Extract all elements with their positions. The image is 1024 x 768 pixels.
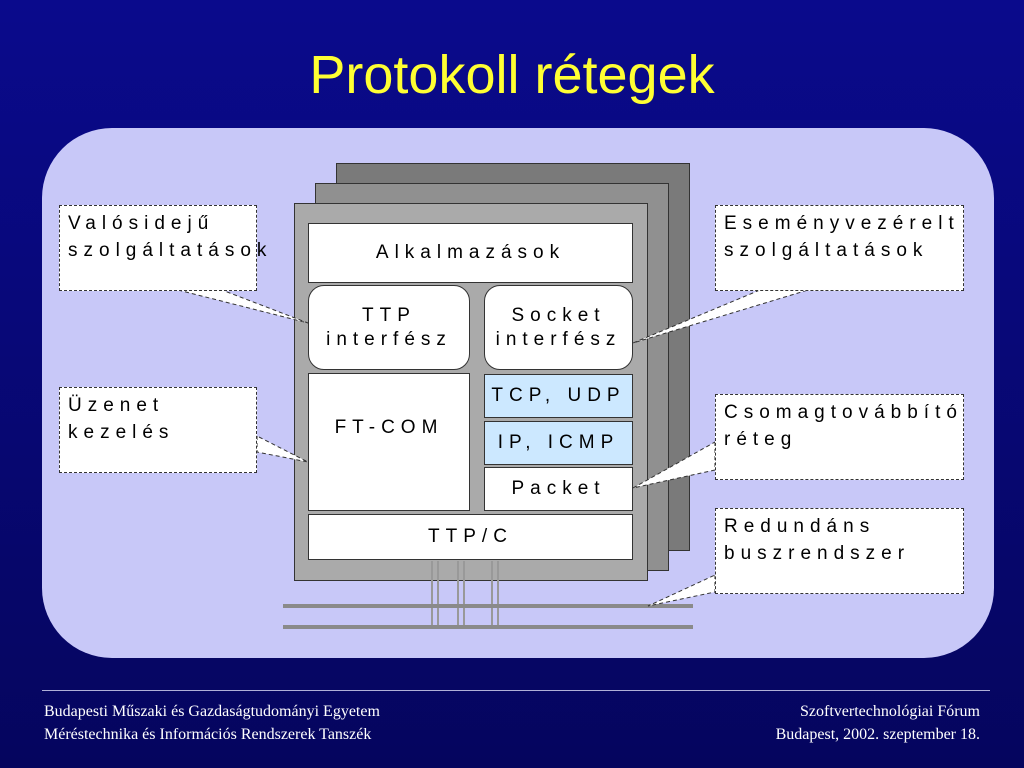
slide-title: Protokoll rétegek	[309, 45, 715, 105]
layer-ip-icmp: IP, ICMP	[484, 421, 633, 465]
footer-event: Szoftvertechnológiai Fórum	[800, 703, 980, 720]
layer-tcp-udp: TCP, UDP	[484, 374, 633, 418]
layer-packet: Packet	[484, 467, 633, 511]
bus-connector	[431, 561, 433, 627]
layer-ttp-c: TTP/C	[308, 514, 633, 560]
footer-university: Budapesti Műszaki és Gazdaságtudományi E…	[44, 703, 380, 720]
callout-esemeny: Eseményvezérelt szolgáltatások	[715, 205, 964, 291]
bus-connector	[437, 561, 439, 627]
footer-department: Méréstechnika és Információs Rendszerek …	[44, 726, 372, 743]
layer-socket-interfesz: Socket interfész	[484, 285, 633, 370]
callout-valosideju: Valósidejű szolgáltatások	[59, 205, 266, 291]
footer-right: Szoftvertechnológiai Fórum Budapest, 200…	[776, 700, 980, 746]
layer-alkalmazasok: Alkalmazások	[308, 223, 633, 283]
bus-line	[283, 625, 693, 629]
layer-ttp-interfesz: TTP interfész	[308, 285, 470, 370]
callout-redundans: Redundáns buszrendszer	[715, 508, 964, 594]
callout-uzenet: Üzenet kezelés	[59, 387, 257, 473]
footer-divider	[42, 690, 990, 691]
bus-connector	[497, 561, 499, 627]
footer-date: Budapest, 2002. szeptember 18.	[775, 726, 980, 743]
callout-csomag: Csomagtovábbító réteg	[715, 394, 964, 480]
layer-ft-com: FT-COM	[308, 373, 470, 511]
bus-connector	[491, 561, 493, 627]
bus-line	[283, 604, 693, 608]
footer-left: Budapesti Műszaki és Gazdaságtudományi E…	[44, 700, 380, 746]
bus-connector	[457, 561, 459, 627]
bus-connector	[463, 561, 465, 627]
